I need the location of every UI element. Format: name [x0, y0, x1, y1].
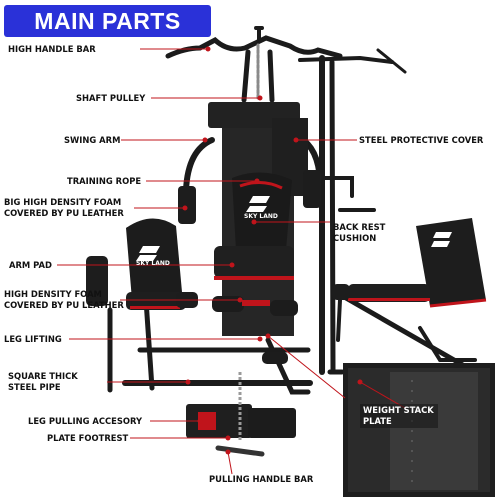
label-swing-arm: SWING ARM [64, 135, 121, 145]
pads-and-cushions [178, 170, 321, 364]
leader-lines [57, 48, 406, 475]
label-square-thick-steel-pipe: SQUARE THICK STEEL PIPE [8, 371, 78, 392]
leader-end-dots [182, 46, 363, 455]
label-training-rope: TRAINING ROPE [67, 176, 142, 186]
weight-stack-inset [343, 363, 495, 497]
brand-logo-legseat: SKY LAND [136, 260, 170, 267]
label-back-rest-cushion: BACK REST CUSHION [333, 222, 386, 243]
label-leg-pulling-accesory: LEG PULLING ACCESORY [28, 416, 143, 426]
label-leg-lifting: LEG LIFTING [4, 334, 62, 344]
banner-title: MAIN PARTS [34, 8, 181, 34]
plate-footrest [186, 372, 296, 457]
brand-logo-backrest: SKY LAND [244, 213, 278, 220]
label-plate-footrest: PLATE FOOTREST [47, 433, 129, 443]
label-big-high-density-foam: BIG HIGH DENSITY FOAM COVERED BY PU LEAT… [4, 197, 124, 218]
adjustable-bench [332, 218, 487, 308]
label-pulling-handle-bar: PULLING HANDLE BAR [209, 474, 314, 484]
label-high-density-foam: HIGH DENSITY FOAM COVERED BY PU LEATHER [4, 289, 124, 310]
label-shaft-pulley: SHAFT PULLEY [76, 93, 146, 103]
label-high-handle-bar: HIGH HANDLE BAR [8, 44, 96, 54]
label-weight-stack-plate: WEIGHT STACK PLATE [360, 404, 438, 428]
main-parts-banner: MAIN PARTS [4, 5, 211, 37]
label-steel-protective-cover: STEEL PROTECTIVE COVER [359, 135, 484, 145]
brand-logos: SKY LAND SKY LAND [136, 196, 452, 267]
label-arm-pad: ARM PAD [9, 260, 52, 270]
